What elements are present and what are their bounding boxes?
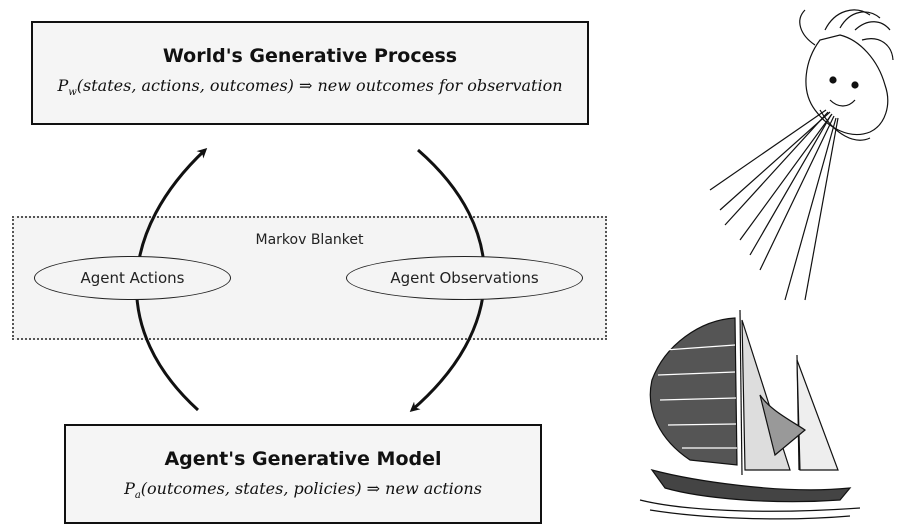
agent-box-formula: Pa(outcomes, states, policies) ⇒ new act…	[66, 479, 540, 501]
agent-box-title: Agent's Generative Model	[164, 448, 442, 470]
agent-generative-model-box: Agent's Generative Model Pa(outcomes, st…	[64, 424, 542, 524]
agent-formula-rest: (outcomes, states, policies) ⇒ new actio…	[140, 479, 482, 498]
world-box-formula: Pw(states, actions, outcomes) ⇒ new outc…	[33, 76, 587, 98]
agent-actions-ellipse: Agent Actions	[34, 256, 231, 300]
agent-observations-ellipse: Agent Observations	[346, 256, 583, 300]
wind-god-illustration	[709, 9, 894, 301]
world-formula-rest: (states, actions, outcomes) ⇒ new outcom…	[76, 76, 563, 95]
world-generative-process-box: World's Generative Process Pw(states, ac…	[31, 21, 589, 125]
world-formula-p: P	[57, 76, 69, 95]
agent-observations-label: Agent Observations	[390, 269, 539, 287]
agent-actions-label: Agent Actions	[80, 269, 185, 287]
agent-formula-sub: a	[134, 490, 141, 502]
agent-formula-p: P	[124, 479, 135, 498]
markov-blanket-label: Markov Blanket	[255, 232, 364, 248]
world-box-title: World's Generative Process	[162, 45, 458, 67]
world-formula-sub: w	[68, 87, 77, 99]
sailboat-illustration	[639, 309, 861, 520]
